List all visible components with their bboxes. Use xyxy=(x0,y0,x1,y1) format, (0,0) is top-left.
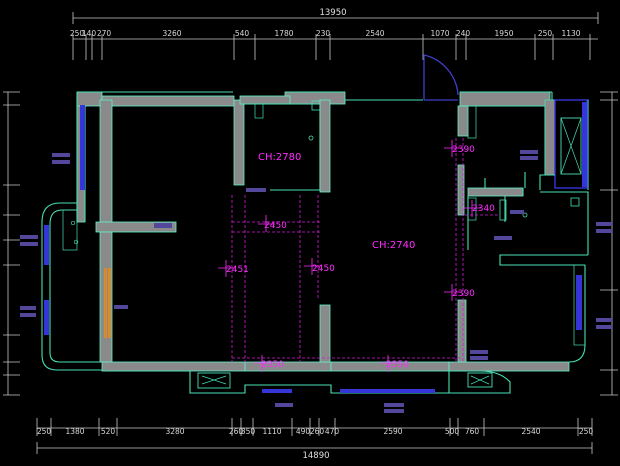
bottom-dim: 1110 xyxy=(262,427,281,436)
elevation-value: 2340 xyxy=(472,204,495,214)
ceiling-height-label: CH:2740 xyxy=(372,240,415,251)
elevation-value: 2350 xyxy=(261,360,284,370)
bottom-dim: 2590 xyxy=(383,427,402,436)
elevation-value: 2450 xyxy=(264,221,287,231)
top-dim: 1070 xyxy=(430,29,449,38)
ceiling-grid-lines xyxy=(231,138,500,362)
bottom-dim: 520 xyxy=(101,427,116,436)
top-dim: 270 xyxy=(97,29,112,38)
elevation-value: 2390 xyxy=(452,145,475,155)
walls xyxy=(41,91,589,394)
bottom-dim: 250 xyxy=(579,427,594,436)
top-dim: 1130 xyxy=(561,29,580,38)
elevation-markers: 2450 2451 2450 2390 2340 2390 2350 2350 xyxy=(218,140,495,372)
elevation-marker: 2451 xyxy=(218,260,249,277)
bottom-dim: 350 xyxy=(241,427,256,436)
elevation-marker: 2450 xyxy=(258,215,287,232)
bottom-dim: 490 xyxy=(296,427,311,436)
bottom-dim: 760 xyxy=(465,427,480,436)
elevation-marker: 2450 xyxy=(304,258,335,275)
right-dimension-chain xyxy=(600,91,618,396)
elevation-marker: 2340 xyxy=(464,200,495,217)
elevation-value: 2390 xyxy=(452,289,475,299)
bottom-total-dimension: 14890 xyxy=(302,451,329,461)
bottom-dim: 2540 xyxy=(521,427,540,436)
elevation-marker: 2350 xyxy=(254,355,284,372)
bottom-dim: 250 xyxy=(37,427,52,436)
entry-door-arc xyxy=(423,54,459,101)
top-dim: 140 xyxy=(82,29,97,38)
bottom-dim: 500 xyxy=(445,427,460,436)
bottom-dim: 470 xyxy=(325,427,340,436)
elevation-marker: 2390 xyxy=(444,140,475,157)
tag-blocks xyxy=(20,150,612,413)
top-dim: 240 xyxy=(456,29,471,38)
ceiling-height-label: CH:2780 xyxy=(258,152,301,163)
elevation-value: 2451 xyxy=(226,265,249,275)
elevation-value: 2450 xyxy=(312,264,335,274)
bottom-dimension-chain: 250 1380 520 3280 260 350 1110 490 260 4… xyxy=(36,418,594,461)
top-dimension-chain: 13950 250 140 270 3260 540 1780 230 2540… xyxy=(70,8,599,60)
elevation-marker: 2350 xyxy=(380,355,409,372)
top-dim: 250 xyxy=(70,29,85,38)
top-total-dimension: 13950 xyxy=(319,8,346,18)
top-dim: 540 xyxy=(235,29,250,38)
top-dim: 2540 xyxy=(365,29,384,38)
bottom-dim: 260 xyxy=(229,427,244,436)
bottom-dim: 1380 xyxy=(65,427,84,436)
top-dim: 230 xyxy=(316,29,331,38)
top-dim: 250 xyxy=(538,29,553,38)
bottom-dim: 3280 xyxy=(165,427,184,436)
top-dim: 1780 xyxy=(274,29,293,38)
elevation-value: 2350 xyxy=(386,360,409,370)
bottom-dim: 260 xyxy=(310,427,325,436)
top-dim: 3260 xyxy=(162,29,181,38)
left-dimension-chain xyxy=(3,91,20,396)
top-dim: 1950 xyxy=(494,29,513,38)
elevation-marker: 2390 xyxy=(444,284,475,301)
